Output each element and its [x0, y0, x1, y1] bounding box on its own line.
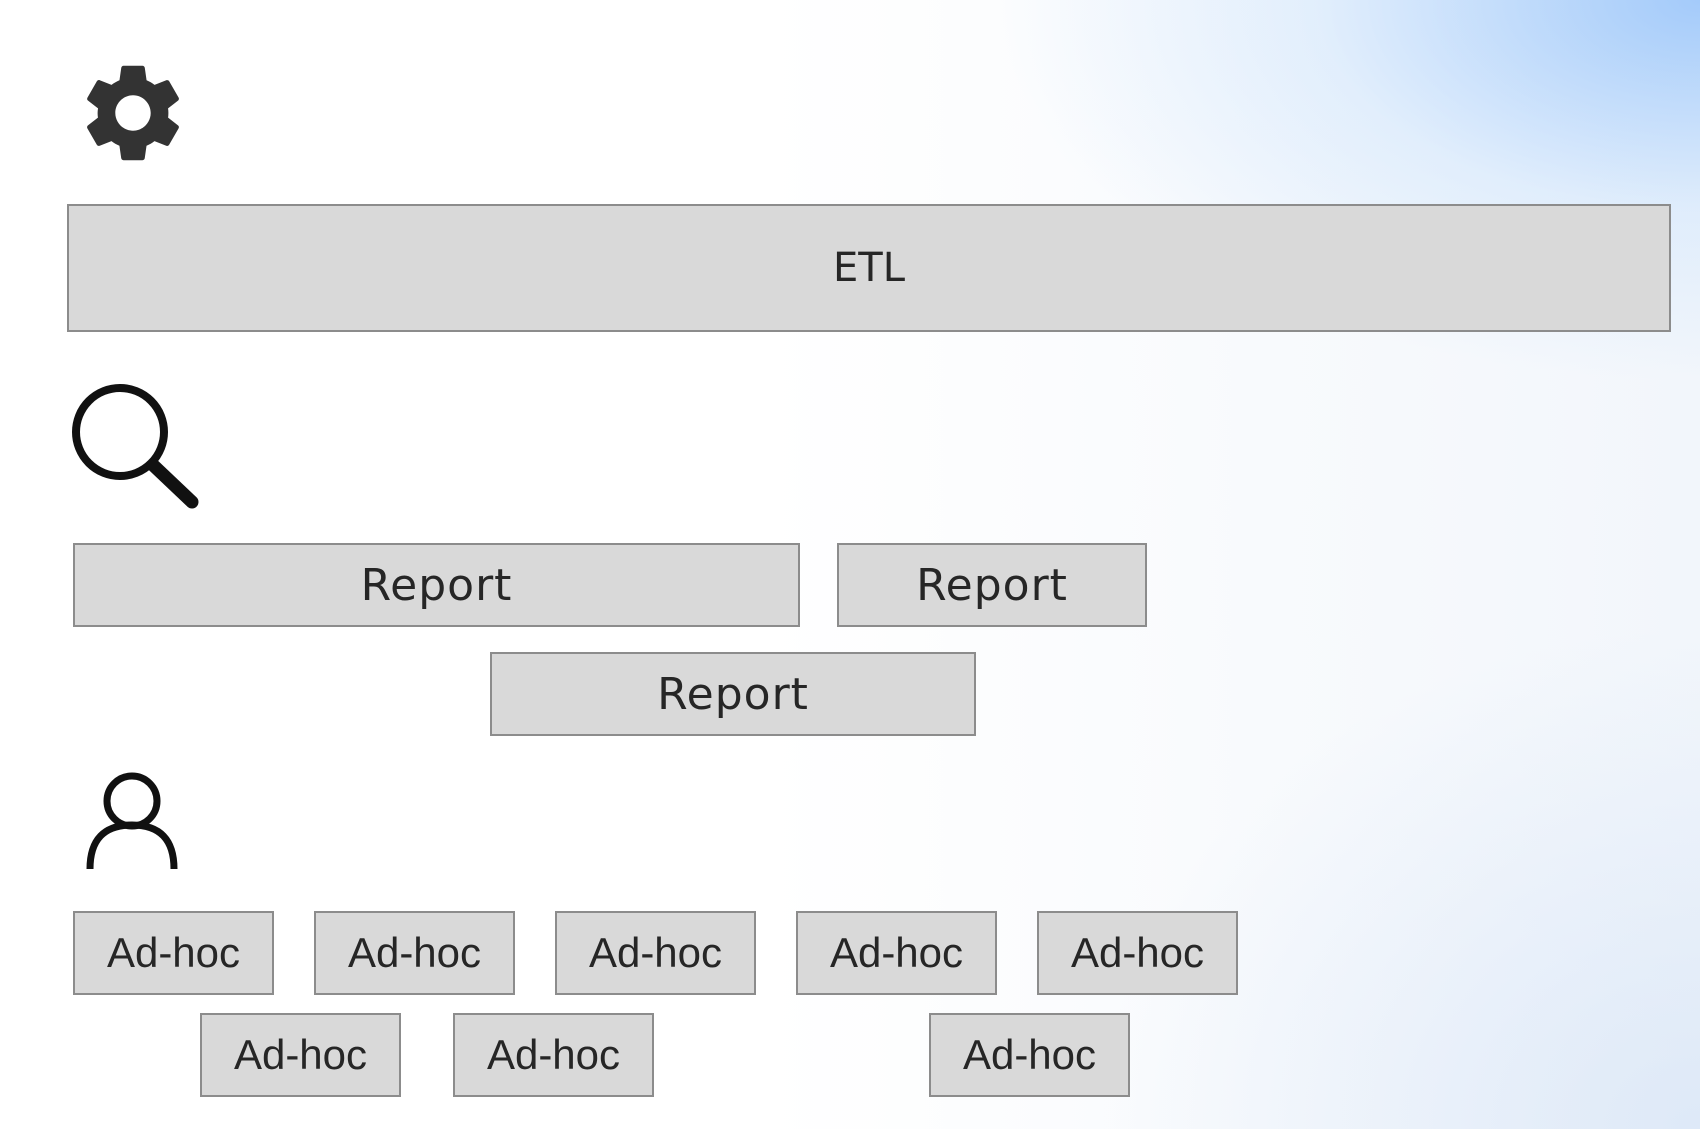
- report-box: Report: [837, 543, 1147, 627]
- adhoc-label: Ad-hoc: [233, 1031, 368, 1078]
- adhoc-box: Ad-hoc: [314, 911, 515, 995]
- adhoc-box: Ad-hoc: [796, 911, 997, 995]
- adhoc-label: Ad-hoc: [829, 929, 964, 976]
- report-label: Report: [360, 559, 513, 611]
- adhoc-box: Ad-hoc: [1037, 911, 1238, 995]
- etl-box: ETL: [67, 204, 1671, 332]
- adhoc-label: Ad-hoc: [106, 929, 241, 976]
- adhoc-box: Ad-hoc: [555, 911, 756, 995]
- report-box: Report: [490, 652, 976, 736]
- adhoc-label: Ad-hoc: [962, 1031, 1097, 1078]
- adhoc-label: Ad-hoc: [588, 929, 723, 976]
- search-icon: [72, 384, 199, 509]
- adhoc-box: Ad-hoc: [929, 1013, 1130, 1097]
- adhoc-label: Ad-hoc: [1070, 929, 1205, 976]
- user-icon: [86, 772, 178, 870]
- adhoc-box: Ad-hoc: [453, 1013, 654, 1097]
- adhoc-label: Ad-hoc: [486, 1031, 621, 1078]
- report-box: Report: [73, 543, 800, 627]
- etl-label: ETL: [833, 245, 905, 291]
- adhoc-box: Ad-hoc: [73, 911, 274, 995]
- report-label: Report: [916, 559, 1068, 611]
- report-label: Report: [657, 668, 809, 720]
- adhoc-label: Ad-hoc: [347, 929, 482, 976]
- adhoc-box: Ad-hoc: [200, 1013, 401, 1097]
- gear-icon: [87, 65, 179, 161]
